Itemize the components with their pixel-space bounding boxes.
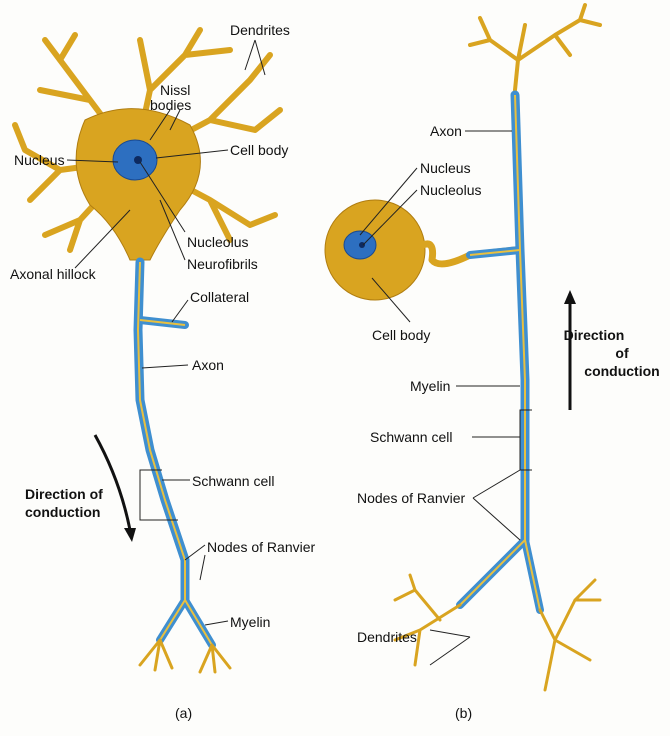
label-b-nucleolus: Nucleolus (420, 182, 481, 198)
label-cell-body: Cell body (230, 142, 288, 158)
label-nucleolus: Nucleolus (187, 234, 248, 250)
caption-a: (a) (175, 705, 192, 721)
label-b-nucleus: Nucleus (420, 160, 471, 176)
labels-b: Axon Nucleus Nucleolus Cell body Directi… (357, 123, 660, 721)
label-axonal-hillock: Axonal hillock (10, 266, 97, 282)
label-b-nodes-of-ranvier: Nodes of Ranvier (357, 490, 466, 506)
label-collateral: Collateral (190, 289, 249, 305)
labels-a: Dendrites Nissl bodies Nucleus Cell body… (10, 22, 316, 721)
label-bodies: bodies (150, 97, 191, 113)
leader-lines-b (359, 130, 532, 666)
label-b-cell-body: Cell body (372, 327, 430, 343)
neuron-b-axon (393, 90, 602, 692)
neuron-b-top-dendrites (468, 3, 602, 92)
label-b-direction-3: conduction (584, 363, 659, 379)
arrowhead-a (124, 528, 136, 542)
leader-lines-a (66, 39, 266, 626)
label-b-schwann-cell: Schwann cell (370, 429, 453, 445)
label-neurofibrils: Neurofibrils (187, 256, 258, 272)
arrowhead-b (564, 290, 576, 304)
label-b-axon: Axon (430, 123, 462, 139)
label-direction-2: conduction (25, 504, 100, 520)
label-b-direction-2: of (615, 345, 629, 361)
caption-b: (b) (455, 705, 472, 721)
label-dendrites: Dendrites (230, 22, 290, 38)
label-b-direction-1: Direction (564, 327, 625, 343)
label-direction-1: Direction of (25, 486, 103, 502)
neuron-b-nucleolus (359, 242, 365, 248)
label-nucleus: Nucleus (14, 152, 65, 168)
neuron-a-axon (133, 257, 232, 674)
label-nodes-of-ranvier: Nodes of Ranvier (207, 539, 316, 555)
label-myelin: Myelin (230, 614, 270, 630)
direction-arrow-a (93, 434, 132, 531)
label-b-myelin: Myelin (410, 378, 450, 394)
label-schwann-cell: Schwann cell (192, 473, 275, 489)
label-axon: Axon (192, 357, 224, 373)
label-nissl: Nissl (160, 82, 190, 98)
neuron-a-cell-body (75, 108, 201, 261)
label-b-dendrites: Dendrites (357, 629, 417, 645)
